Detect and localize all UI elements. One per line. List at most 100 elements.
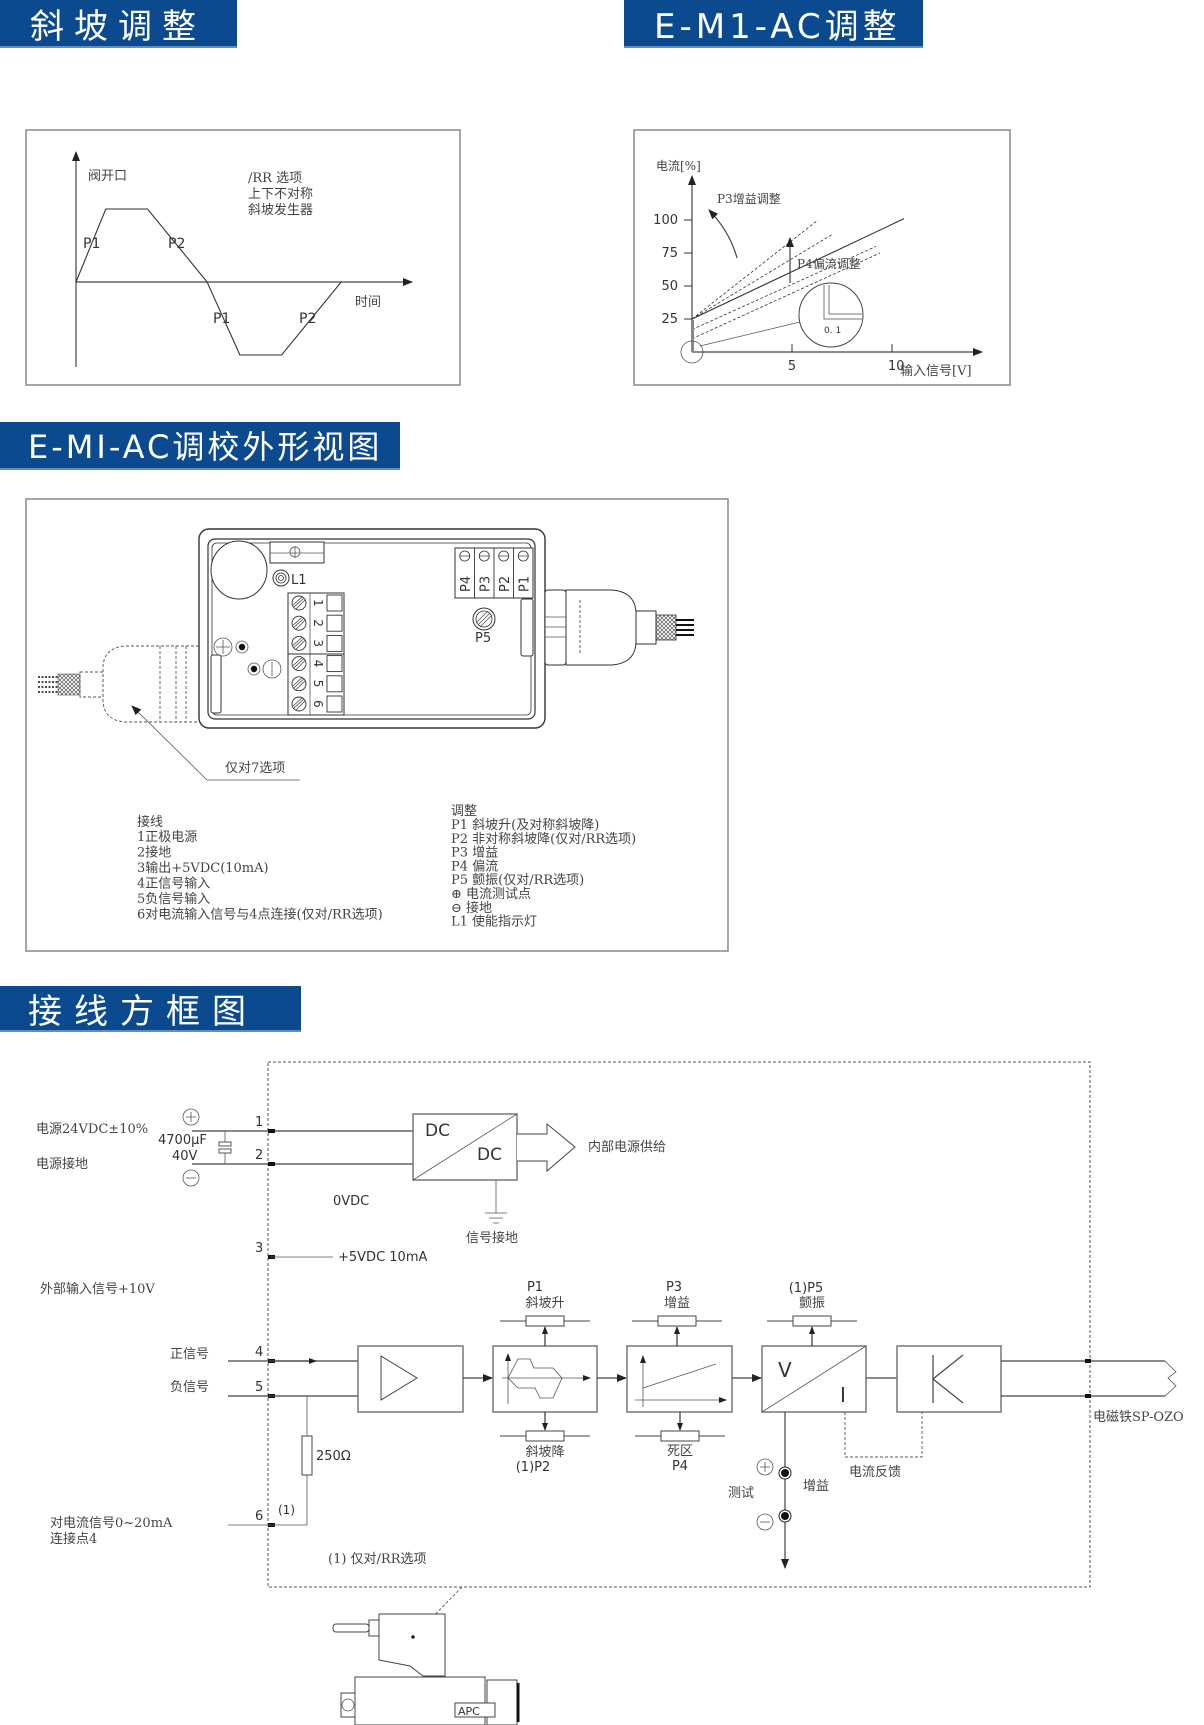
series-line	[691, 252, 881, 340]
adjust-legend-item: P3 增益	[451, 846, 498, 861]
ramp-chart: 阀开口 时间 /RR 选项 上下不对称 斜坡发生器 P1 P2 P1 P2	[25, 129, 461, 386]
terminal-socket[interactable]	[326, 675, 343, 693]
option7-sleeve	[79, 671, 104, 698]
magnifier-label: 0. 1	[824, 326, 841, 336]
pin-number: 1	[255, 1115, 263, 1130]
potentiometer-icon[interactable]	[660, 1430, 700, 1442]
internal-supply-label: 内部电源供给	[588, 1139, 666, 1155]
p2-desc: 斜坡降	[525, 1445, 564, 1460]
dcdc-output-label: DC	[477, 1145, 502, 1165]
valve-cable	[332, 1623, 370, 1633]
capacitor-icon	[210, 540, 268, 600]
cap-value: 4700μF	[158, 1133, 207, 1148]
callout-line	[412, 1586, 463, 1638]
wiring-legend-item: 3输出+5VDC(10mA)	[137, 860, 269, 876]
right-cable-wires	[676, 619, 694, 636]
terminal-number: 3	[311, 639, 325, 647]
led-l1-ring	[275, 572, 287, 584]
pin-number: 5	[255, 1380, 263, 1395]
pot-group	[500, 1315, 857, 1442]
valve-connector-housing	[378, 1613, 446, 1677]
pin-terminal	[268, 1129, 275, 1133]
pot-label: P3	[478, 576, 493, 592]
module-boundary	[267, 1061, 1091, 1588]
ramp-note-line: 上下不对称	[248, 187, 313, 202]
test-minus-point[interactable]	[781, 1512, 789, 1520]
terminal-number: 4	[311, 660, 325, 668]
right-cable-sleeve	[635, 610, 657, 645]
supply-label: 电源24VDC±10%	[36, 1122, 148, 1137]
wiring-legend-heading: 接线	[137, 814, 163, 830]
ramp-icon	[507, 1358, 563, 1399]
p5-pot-ring	[475, 610, 493, 628]
pin-number: 2	[255, 1148, 263, 1163]
right-side-slot	[520, 598, 534, 657]
adjust-legend-item: P4 偏流	[451, 859, 498, 874]
origin-magnifier-ring	[680, 340, 704, 364]
potentiometer-icon[interactable]	[792, 1315, 832, 1327]
vi-v-label: V	[778, 1358, 792, 1382]
valve-gland	[368, 1619, 380, 1637]
wiring-legend-item: 4正信号输入	[137, 876, 210, 892]
screw-slot	[292, 596, 306, 610]
test-plus-socket	[235, 640, 249, 654]
p5-label: P5	[475, 631, 491, 646]
p4-desc: 死区	[667, 1444, 693, 1459]
p5-label: (1)P5	[789, 1281, 824, 1296]
series-line	[691, 246, 877, 330]
test-plus-point[interactable]	[238, 643, 246, 651]
terminal-socket[interactable]	[326, 655, 343, 673]
terminal-socket[interactable]	[326, 594, 343, 612]
pin-number: 3	[255, 1241, 263, 1256]
dcdc-diagonal	[412, 1113, 518, 1181]
negative-signal-label: 负信号	[170, 1380, 209, 1395]
p5-pot-slot	[475, 610, 493, 628]
potentiometer-icon[interactable]	[525, 1430, 565, 1442]
potentiometer-icon[interactable]	[657, 1315, 697, 1327]
capacitor-plate	[218, 1148, 232, 1154]
supply-plus-icon	[182, 1108, 200, 1126]
section-title-text: 斜坡调整	[30, 6, 206, 47]
resistor-label: 250Ω	[316, 1449, 351, 1464]
adjust-legend-item: ⊕ 电流测试点	[451, 887, 531, 902]
section-title-wiring: 接线方框图	[0, 986, 301, 1032]
ramp-label-p1-up: P1	[83, 236, 100, 252]
section-title-outline: E-MI-AC调校外形视图	[0, 422, 400, 470]
output-stage-icon	[932, 1354, 964, 1404]
solenoid-label: 电磁铁SP-OZO	[1093, 1410, 1184, 1425]
potentiometer-icon[interactable]	[525, 1315, 565, 1327]
adjust-legend-item: P2 非对称斜坡降(仅对/RR选项)	[451, 832, 636, 847]
series-line	[691, 218, 905, 320]
wiring-legend: 1正极电源2接地3输出+5VDC(10mA)4正信号输入5负信号输入6对电流输入…	[137, 830, 383, 923]
adjust-legend-item: P1 斜坡升(及对称斜坡降)	[451, 818, 599, 833]
ramp-chart-frame	[25, 129, 461, 386]
device-frame	[25, 498, 729, 952]
capacitor-icon	[218, 1141, 232, 1147]
test-label: 测试	[728, 1486, 754, 1501]
ramp-note-line: /RR 选项	[248, 171, 302, 186]
test-gain-label: 增益	[803, 1479, 829, 1494]
wiring-legend-item: 6对电流输入信号与4点连接(仅对/RR选项)	[137, 907, 383, 923]
dcdc-input-label: DC	[425, 1121, 450, 1141]
terminal-socket[interactable]	[326, 695, 343, 713]
adjust-x-label: 输入信号[V]	[900, 363, 972, 379]
terminal-socket[interactable]	[326, 634, 343, 652]
adjust-legend-heading: 调整	[451, 804, 477, 819]
pin-terminal	[268, 1162, 275, 1166]
section-title-text: E-MI-AC调校外形视图	[28, 428, 383, 466]
terminal-socket[interactable]	[326, 614, 343, 632]
pot-label: P1	[517, 576, 532, 592]
test-minus-icon	[756, 1513, 774, 1531]
ground-screw-block	[269, 541, 325, 564]
test-plus-point[interactable]	[781, 1469, 789, 1477]
supply-ground-label: 电源接地	[36, 1156, 88, 1172]
plus-glyph	[216, 640, 230, 654]
valve-badge	[454, 1702, 496, 1718]
series-line	[691, 234, 833, 320]
p1-desc: 斜坡升	[525, 1296, 564, 1311]
section-title-adjust: E-M1-AC调整	[624, 0, 923, 48]
vi-i-label: I	[840, 1383, 846, 1407]
test-minus-point[interactable]	[250, 665, 258, 673]
